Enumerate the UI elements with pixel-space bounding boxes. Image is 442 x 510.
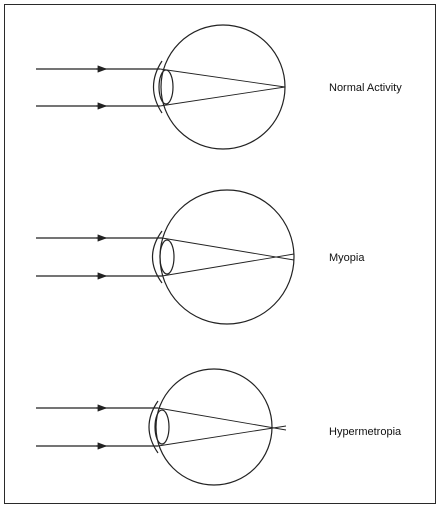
refracted-bottom-myopia — [162, 254, 294, 276]
eyeball-normal — [161, 25, 285, 149]
refracted-top-myopia — [162, 238, 294, 260]
eyeball-hypermetropia — [156, 369, 272, 485]
eye-hypermetropia — [36, 369, 286, 485]
refracted-bottom-hypermetropia — [158, 426, 286, 446]
lens-myopia — [160, 240, 174, 274]
refracted-bottom-normal — [160, 87, 285, 106]
label-myopia: Myopia — [329, 252, 364, 264]
eye-normal — [36, 25, 285, 149]
lens-hypermetropia — [155, 410, 169, 444]
label-normal-activity: Normal Activity — [329, 82, 402, 94]
refracted-top-normal — [160, 69, 285, 87]
eye-myopia — [36, 190, 294, 324]
refracted-top-hypermetropia — [158, 408, 286, 430]
label-hypermetropia: Hypermetropia — [329, 426, 401, 438]
cornea-hypermetropia — [149, 401, 158, 453]
